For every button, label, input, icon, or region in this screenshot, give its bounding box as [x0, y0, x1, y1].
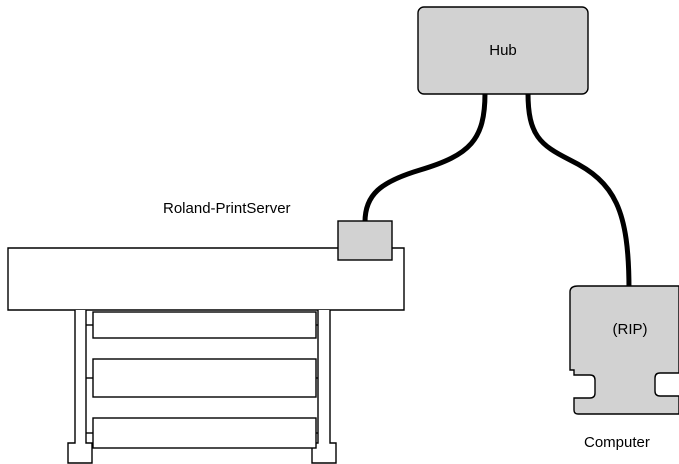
hub-label: Hub: [489, 42, 517, 59]
printer: [7, 247, 405, 464]
cable-hub-to-computer: [525, 90, 632, 293]
computer-caption: Computer: [584, 434, 650, 451]
printer-shelf-1: [92, 311, 317, 339]
printer-shelf-2: [92, 358, 317, 398]
computer-device: (RIP): [569, 285, 679, 415]
print-server-box: [337, 220, 393, 261]
print-server-label: Roland-PrintServer: [163, 200, 291, 217]
printer-body: [7, 247, 405, 311]
hub-device: Hub: [417, 6, 589, 95]
printer-shelf-3: [92, 417, 317, 449]
computer-body: [569, 285, 679, 415]
computer-screen-label: (RIP): [613, 321, 648, 338]
cable-hub-to-printserver: [362, 90, 488, 225]
hub-box: [417, 6, 589, 95]
